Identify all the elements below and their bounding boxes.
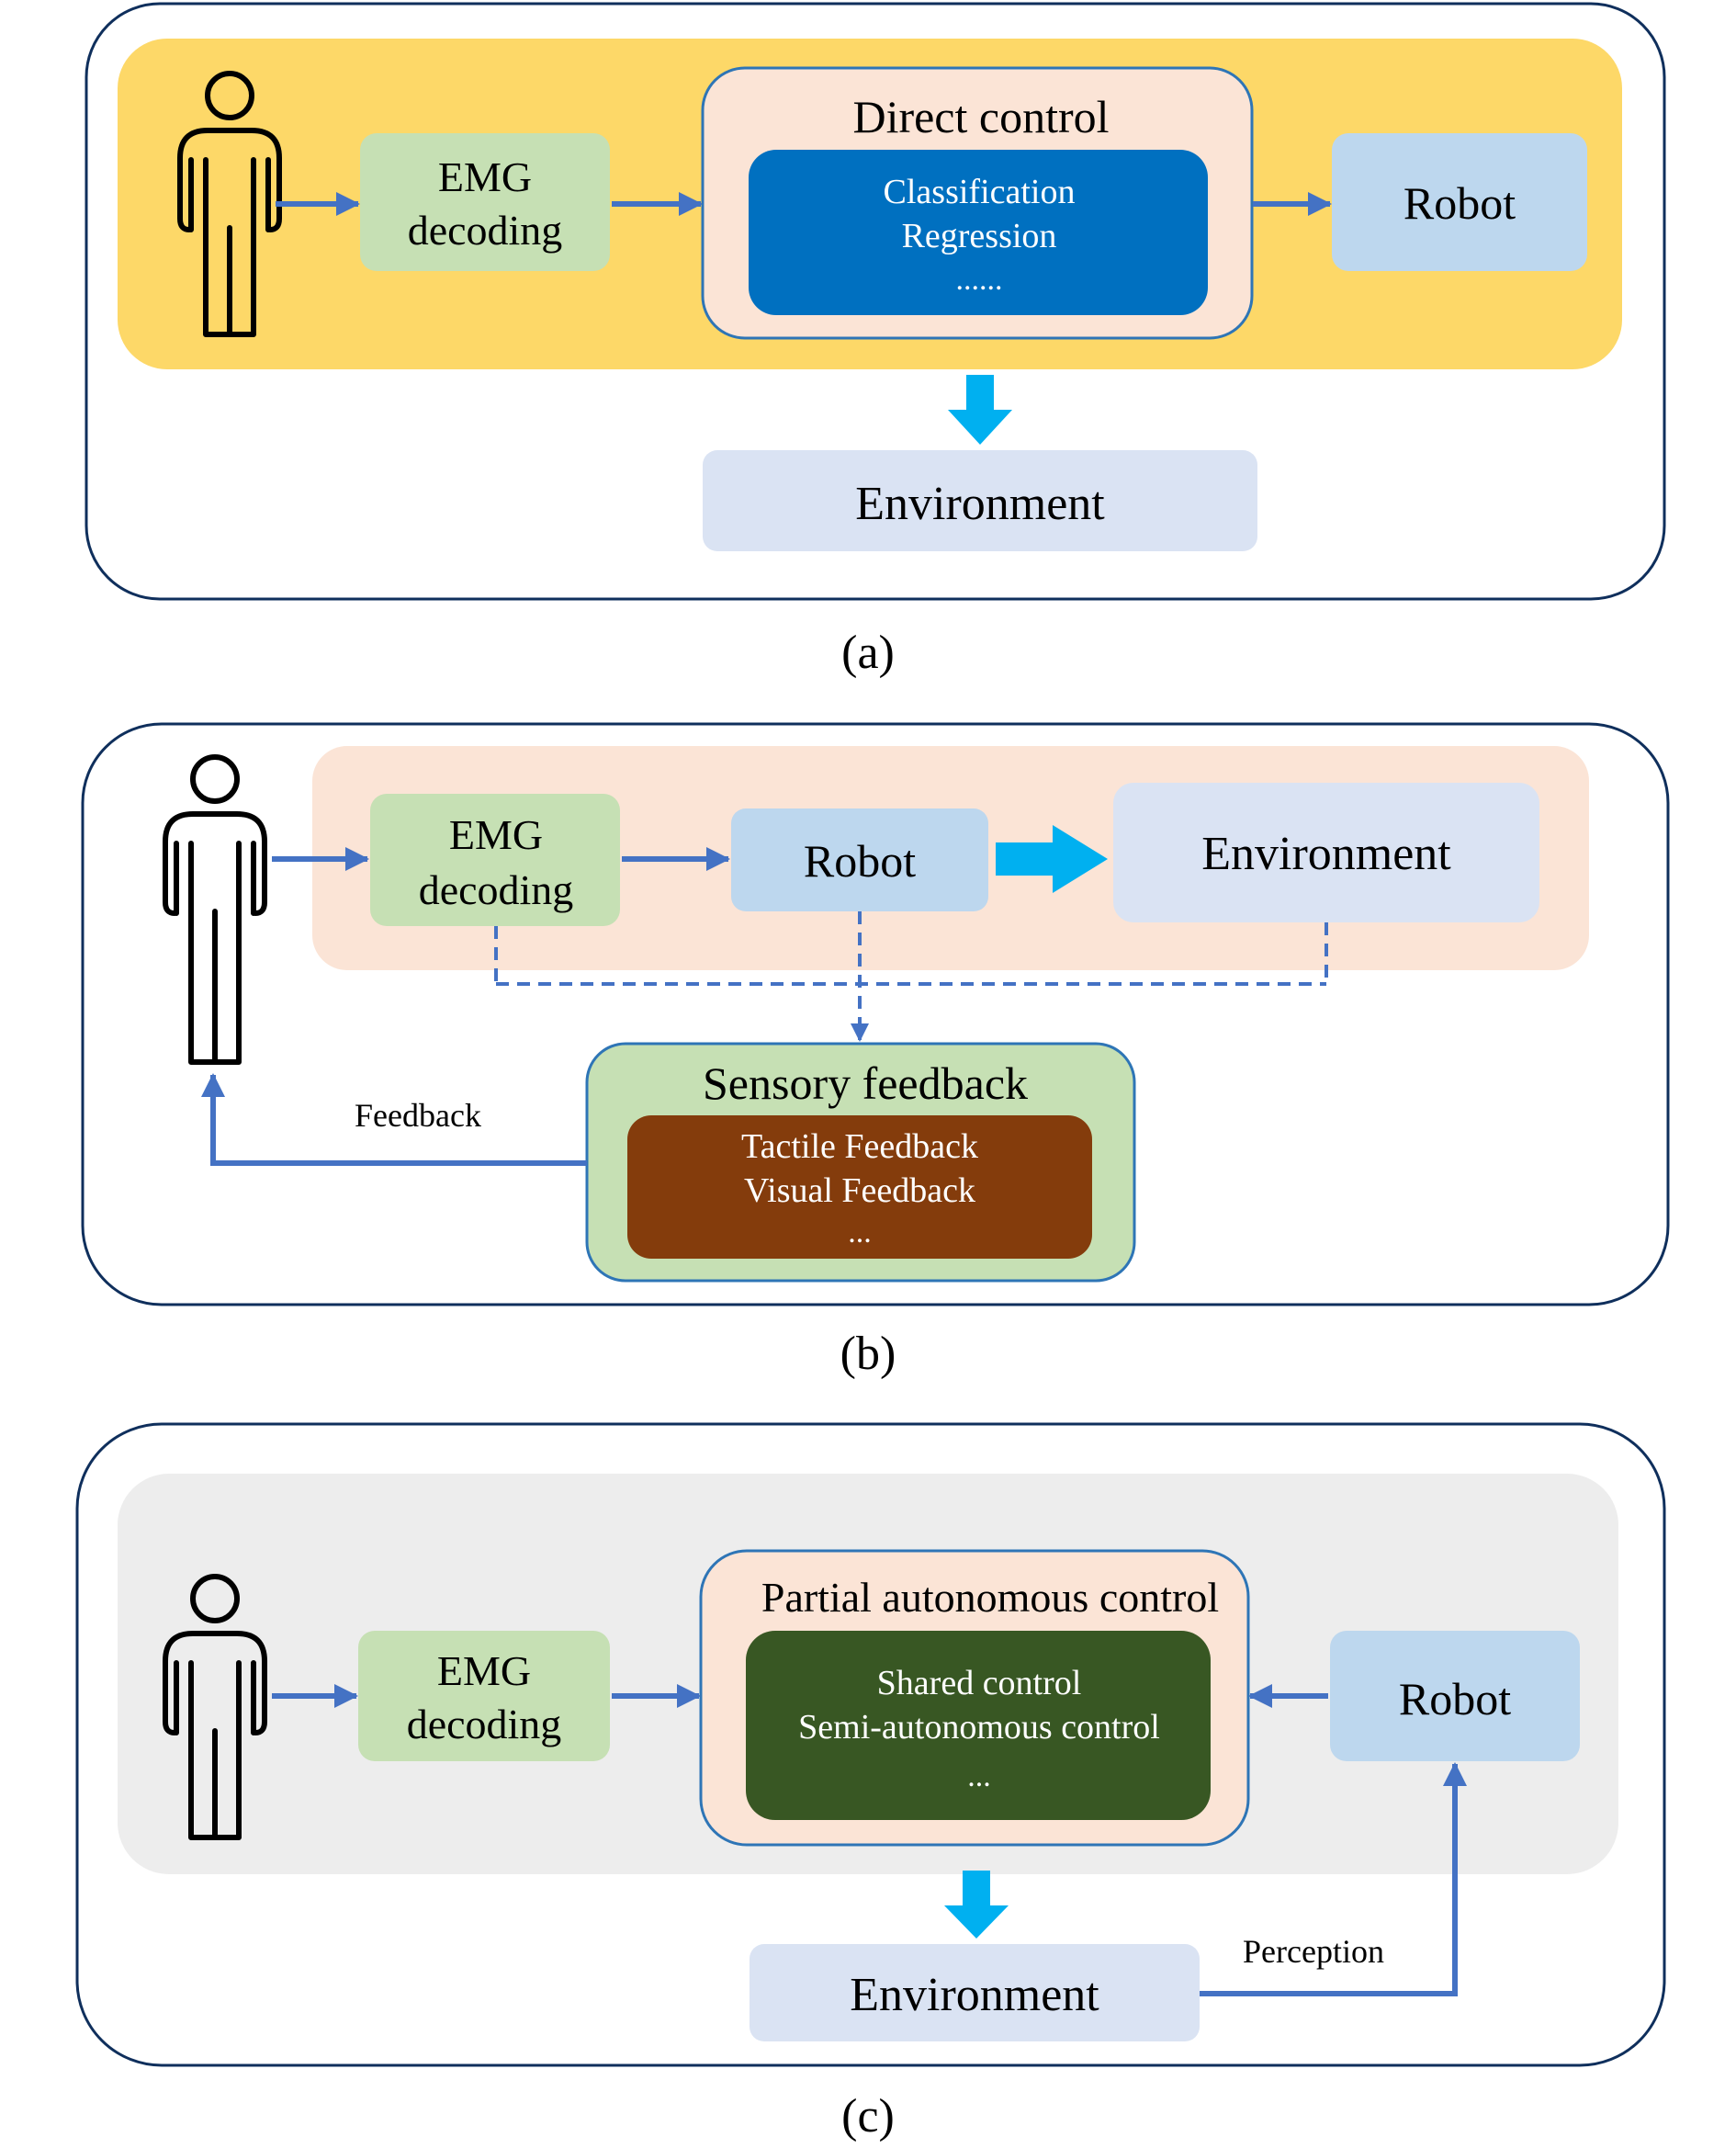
feedback-visual: Visual Feedback: [744, 1171, 975, 1210]
emg-decoding-box: [370, 794, 620, 926]
panel-c-frame: [75, 1422, 1666, 2067]
thick-arrow-to-environment: [944, 1871, 1009, 1939]
environment-box: [1113, 783, 1539, 922]
panel-c-caption: (c): [841, 2090, 895, 2142]
emg-decoding-label-line1: EMG: [437, 1647, 531, 1694]
emg-decoding-label-line1: EMG: [449, 811, 543, 858]
perception-label: Perception: [1243, 1933, 1384, 1970]
robot-box: [1332, 133, 1587, 271]
control-ellipsis: ...: [967, 1759, 991, 1793]
panel-b-caption: (b): [840, 1328, 896, 1380]
partial-autonomous-control-types-box: [746, 1631, 1211, 1820]
emg-decoding-label-line2: decoding: [419, 866, 574, 913]
robot-label: Robot: [1399, 1673, 1511, 1724]
panel-c: EMG decoding Partial autonomous control …: [75, 1422, 1666, 2142]
robot-label: Robot: [804, 835, 916, 887]
method-regression: Regression: [902, 217, 1057, 255]
sensory-feedback-types-box: [627, 1115, 1092, 1259]
direct-control-methods-box: [749, 150, 1208, 315]
feedback-arrow-to-person: [201, 1073, 587, 1166]
panel-a-frame: [85, 2, 1666, 601]
environment-box: [750, 1944, 1200, 2041]
person-icon: [163, 1574, 267, 1840]
panel-b: EMG decoding Robot Environment Sensory f…: [81, 722, 1670, 1380]
method-ellipsis: ......: [956, 263, 1003, 297]
environment-label: Environment: [850, 1969, 1099, 2021]
environment-label: Environment: [1201, 828, 1451, 880]
control-shared: Shared control: [877, 1664, 1082, 1702]
feedback-tactile: Tactile Feedback: [741, 1127, 978, 1166]
emg-decoding-label-line1: EMG: [438, 153, 532, 200]
thick-arrow-to-environment: [948, 375, 1012, 445]
emg-decoding-label-line2: decoding: [407, 1701, 562, 1747]
panel-a-caption: (a): [841, 627, 895, 679]
direct-control-title: Direct control: [852, 91, 1109, 142]
robot-label: Robot: [1403, 177, 1516, 229]
thick-arrow-robot-to-environment: [996, 825, 1108, 893]
sensory-feedback-title: Sensory feedback: [703, 1057, 1028, 1109]
feedback-label: Feedback: [355, 1097, 481, 1134]
control-semi-autonomous: Semi-autonomous control: [798, 1708, 1160, 1747]
person-icon: [163, 754, 267, 1065]
emg-decoding-box: [358, 1631, 610, 1761]
panel-b-frame: [81, 722, 1670, 1306]
environment-label: Environment: [855, 478, 1105, 530]
perception-arrow-to-robot: [1200, 1762, 1467, 1996]
panel-a: EMG decoding Direct control Classificati…: [85, 2, 1666, 679]
emg-decoding-label-line2: decoding: [408, 207, 563, 254]
person-icon: [177, 71, 282, 337]
method-classification: Classification: [884, 173, 1076, 211]
robot-box: [731, 808, 988, 911]
robot-box: [1330, 1631, 1580, 1761]
feedback-ellipsis: ...: [848, 1215, 872, 1249]
emg-decoding-box: [360, 133, 610, 271]
partial-autonomous-control-title: Partial autonomous control: [761, 1574, 1219, 1621]
environment-box: [703, 450, 1257, 551]
